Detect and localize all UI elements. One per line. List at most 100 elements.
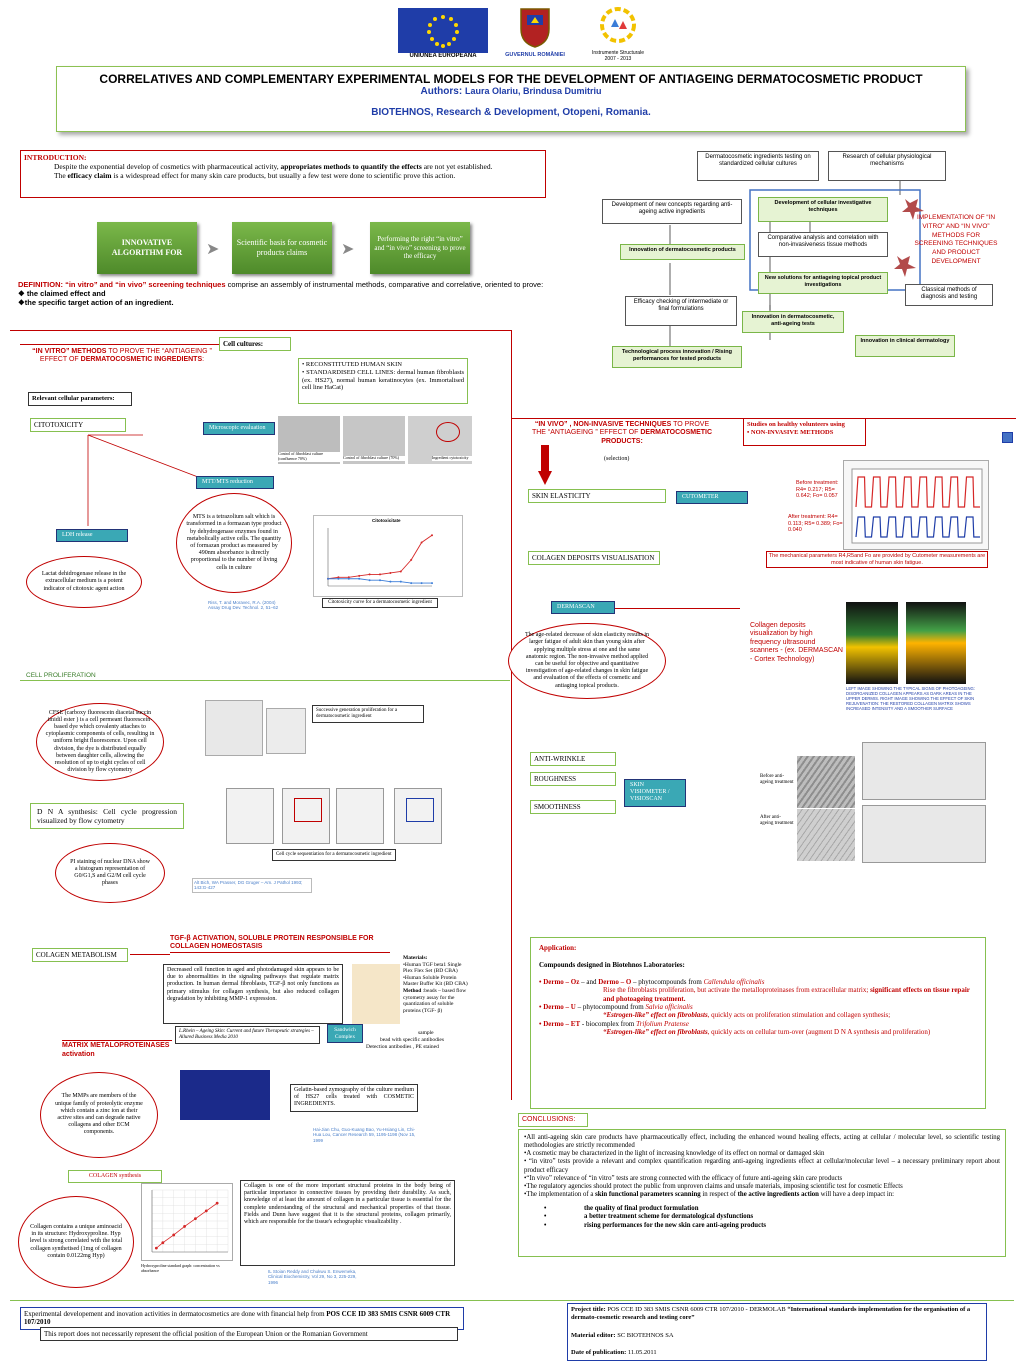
data-point	[431, 582, 433, 585]
highlight-circle	[436, 422, 460, 442]
visiometer-button[interactable]: SKIN VISIOMETER / VISIOSCAN	[624, 779, 686, 807]
horizontal-divider	[10, 330, 512, 331]
plant-name: Trifolium Pratense	[636, 1019, 689, 1028]
definition-item-text: the claimed effect and	[26, 289, 106, 298]
data-point	[215, 1201, 219, 1205]
poster-title: CORRELATIVES AND COMPLEMENTARY EXPERIMEN…	[99, 72, 923, 86]
ldh-release-button[interactable]: LDH release	[56, 529, 128, 543]
project-text: POS CCE ID 383 SMIS CSNR 6009 CTR 107/20…	[605, 1306, 788, 1313]
publication-date: Date of publication: 11.05.2011	[571, 1349, 983, 1357]
highlight-box	[294, 798, 322, 822]
histogram-image	[282, 788, 330, 844]
materials-text: •Human TGF beta1 Single Plex Flex Set (B…	[403, 961, 468, 988]
collagen-rule	[130, 954, 170, 955]
compound-et: • Dermo – ET - biocomplex from Trifolium…	[539, 1020, 977, 1028]
project-label: Project title:	[571, 1306, 606, 1313]
cfse-description: CFSE (carboxy fluorescein diacetat succi…	[36, 703, 164, 781]
compound-name: • Dermo – ET	[539, 1019, 581, 1028]
mtt-reduction-button[interactable]: MTT/MTS reduction	[196, 476, 274, 490]
microscopic-evaluation-button[interactable]: Microscopic evaluation	[203, 422, 275, 436]
dermascan-rule	[615, 608, 740, 609]
roughness-label: ROUGHNESS	[530, 772, 616, 787]
skin-surface-image	[797, 756, 855, 808]
flow-innovation-dermato: Innovation of dermatocosmetic products	[620, 244, 745, 260]
intro-text: is a widespread effect for many skin car…	[111, 171, 456, 180]
compound-oz-effect: Rise the fibroblasts proliferation, but …	[539, 986, 977, 1003]
collagen-synthesis-button[interactable]: COLAGEN synthesis	[68, 1170, 162, 1184]
application-title: Application:	[539, 944, 577, 952]
intro-emphasis: efficacy claim	[67, 171, 112, 180]
data-point	[368, 573, 371, 576]
cytotoxicity-plot	[327, 528, 433, 587]
funding-strong: POS CCE ID 383 SMIS CSNR 6009 CTR 107/20…	[24, 1310, 451, 1327]
process-step-3: Performing the right “in vitro” and “in …	[370, 222, 470, 274]
bullet-text: the quality of final product formulation	[584, 1205, 699, 1213]
conclusion-bullets: •the quality of final product formulatio…	[524, 1205, 1000, 1229]
dermascan-caption: LEFT IMAGE SHOWING THE TYPICAL SIGNS OF …	[846, 686, 975, 712]
flow-innovation-tests: Innovation in dermatocosmetic, anti-agei…	[742, 311, 844, 333]
conclusions-title: CONCLUSIONS:	[518, 1113, 588, 1128]
series-line	[327, 534, 433, 580]
highlight-box	[406, 798, 434, 822]
blue-square-icon	[1002, 432, 1013, 443]
conclusion-text: will have a deep impact in:	[818, 1191, 895, 1199]
skin-elasticity-label: SKIN ELASTICITY	[528, 489, 666, 504]
introduction-box: INTRODUCTION: Despite the exponential de…	[20, 150, 546, 198]
histogram-image	[226, 788, 274, 844]
cell-proliferation-rule	[20, 680, 510, 681]
data-point	[161, 1241, 165, 1245]
project-title: Project title: POS CCE ID 383 SMIS CSNR …	[571, 1306, 983, 1322]
data-point	[183, 1225, 186, 1228]
dermascan-button[interactable]: DERMASCAN	[551, 601, 615, 615]
tgf-citation: L.Rhein – Ageing Skin: Current and futur…	[175, 1026, 320, 1044]
government-label: GUVERNUL ROMÂNIEI	[505, 52, 565, 59]
micro-caption: Control of fibroblast culture (confluenc…	[278, 451, 340, 462]
compound-text: - biocomplex from	[580, 1019, 637, 1028]
definition-block: DEFINITION: “in vitro” and “in vivo” scr…	[18, 280, 548, 307]
introduction-heading: INTRODUCTION:	[24, 153, 87, 162]
definition-item: ❖the specific target action of an ingred…	[18, 298, 174, 307]
data-point	[431, 534, 433, 537]
star-marker-icon	[894, 256, 916, 277]
conclusion-text: •The implementation of a	[524, 1191, 596, 1199]
before-label: Before treatment:	[796, 480, 839, 486]
data-point	[379, 573, 381, 576]
flow-cytometry-image	[266, 708, 306, 754]
footer-rule	[10, 1300, 1014, 1301]
ultrasound-image	[906, 602, 966, 684]
cell-culture-item: STANDARDISED CELL LINES: dermal human fi…	[302, 369, 464, 392]
cell-cycle-caption: Cell cycle sequentiation for a dermatoco…	[272, 849, 396, 861]
material-editor: Material editor: SC BIOTEHNOS SA	[571, 1332, 983, 1340]
materials-block: Materials: •Human TGF beta1 Single Plex …	[403, 955, 469, 1014]
data-point	[420, 582, 423, 585]
data-point	[327, 577, 329, 580]
visioscan-screenshot	[862, 742, 986, 800]
step-label: Performing the right “in vitro” and “in …	[374, 235, 466, 261]
cytotoxicity-chart-caption: Citotoxicity curve for a dermatocosmetic…	[322, 598, 438, 608]
in-vitro-heading-strong: “IN VITRO” METHODS	[32, 348, 107, 355]
selection-note: (selection)	[604, 456, 630, 462]
citation: Riss, T. and Moravec, R.A. (2004) Assay …	[208, 600, 279, 611]
gelatin-caption: Gelatin-based zymography of the culture …	[290, 1084, 418, 1112]
in-vitro-heading-rule	[20, 344, 225, 345]
micro-caption: Ingredient cytotoxicity	[432, 455, 472, 461]
data-point	[399, 570, 402, 573]
data-point	[204, 1209, 208, 1213]
disclaimer-note: This report does not necessarily represe…	[40, 1327, 458, 1342]
conclusion-item: • “in vitro” tests provide a relevant an…	[524, 1158, 1000, 1174]
compound-name: • Dermo – U	[539, 1002, 576, 1011]
ldh-description: Lactat dehidrogenase release in the extr…	[26, 556, 142, 608]
cell-cultures-label: Cell cultures:	[219, 337, 291, 352]
conclusion-item: •All anti-ageing skin care products have…	[524, 1134, 1000, 1150]
cutometer-screenshot	[843, 460, 989, 550]
sandwich-complex-button[interactable]: Sandwich Complex	[327, 1024, 363, 1044]
date-text: 11.05.2011	[626, 1349, 657, 1357]
in-vitro-heading-text: TO PROVE THE “ANTIAGEING ” EFFECT OF	[39, 348, 212, 364]
data-point	[347, 577, 350, 580]
definition-item: ❖ the claimed effect and	[18, 289, 106, 298]
citation: IL Stoian Reddy and Chukwu S. Enwemeka, …	[268, 1269, 357, 1285]
arrow-icon: ➤	[206, 241, 220, 258]
bead-assay-image	[352, 964, 400, 1024]
structural-years: 2007 - 2013	[604, 56, 632, 63]
cutometer-button[interactable]: CUTOMETER	[676, 491, 748, 505]
